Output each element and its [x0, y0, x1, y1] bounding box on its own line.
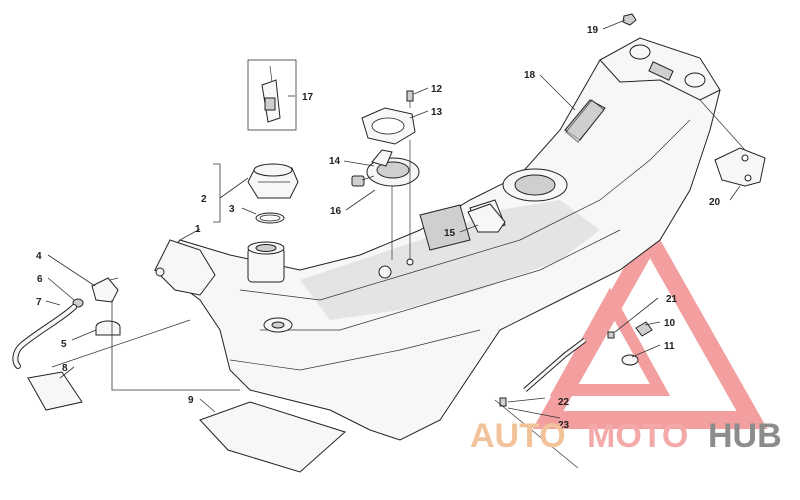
callout-16: 16: [330, 206, 342, 217]
callout-labels: 1 2 3 4 5 6 7 8 9 10 11 12 13 14 15 16 1…: [36, 25, 721, 431]
rear-nut: [622, 13, 637, 26]
pump-gasket: [361, 107, 416, 145]
fitting-clip: [607, 331, 615, 339]
vent-valve: [91, 277, 119, 303]
pump-screw: [406, 90, 414, 108]
callout-12: 12: [431, 84, 443, 95]
fitting-elbow: [635, 321, 653, 337]
watermark-text: AUTO MOTO HUB: [470, 417, 782, 455]
callout-10: 10: [664, 318, 676, 329]
foam-pad-small: [27, 371, 83, 411]
watermark-moto: MOTO: [587, 417, 688, 455]
callout-1: 1: [195, 224, 201, 235]
callout-6: 6: [37, 274, 43, 285]
callout-21: 21: [666, 294, 678, 305]
callout-18: 18: [524, 70, 536, 81]
callout-15: 15: [444, 228, 456, 239]
callout-20: 20: [709, 197, 721, 208]
callout-2: 2: [201, 194, 207, 205]
cap-o-ring: [255, 212, 285, 224]
vent-grommet: [95, 320, 121, 336]
watermark-hub: HUB: [708, 417, 782, 455]
vent-hose: [12, 304, 77, 369]
leader-lines: [45, 19, 746, 469]
foam-pad-large: [199, 401, 346, 473]
callout-23: 23: [558, 420, 570, 431]
tank-grip-pad: [565, 99, 605, 143]
fuel-cap: [247, 163, 299, 199]
callout-14: 14: [329, 156, 341, 167]
watermark-logo: [532, 221, 768, 429]
watermark-triangle-inner: [549, 287, 671, 396]
small-screw: [499, 397, 507, 407]
callout-19: 19: [587, 25, 599, 36]
callout-5: 5: [61, 339, 67, 350]
callout-7: 7: [36, 297, 42, 308]
callout-4: 4: [36, 251, 42, 262]
rear-bracket: [714, 147, 766, 187]
callout-22: 22: [558, 397, 570, 408]
watermark-auto: AUTO: [470, 417, 566, 455]
callout-13: 13: [431, 107, 443, 118]
callout-9: 9: [188, 395, 194, 406]
fuel-sender-bracket: [247, 59, 297, 131]
fuel-tank-body: [154, 37, 721, 441]
fitting-grommet: [621, 354, 639, 366]
fuel-line-hose: [523, 338, 587, 392]
callout-17: 17: [302, 92, 314, 103]
callout-11: 11: [664, 341, 675, 352]
callout-8: 8: [62, 363, 68, 374]
fuel-pump-assembly: [351, 149, 420, 187]
callout-3: 3: [229, 204, 235, 215]
